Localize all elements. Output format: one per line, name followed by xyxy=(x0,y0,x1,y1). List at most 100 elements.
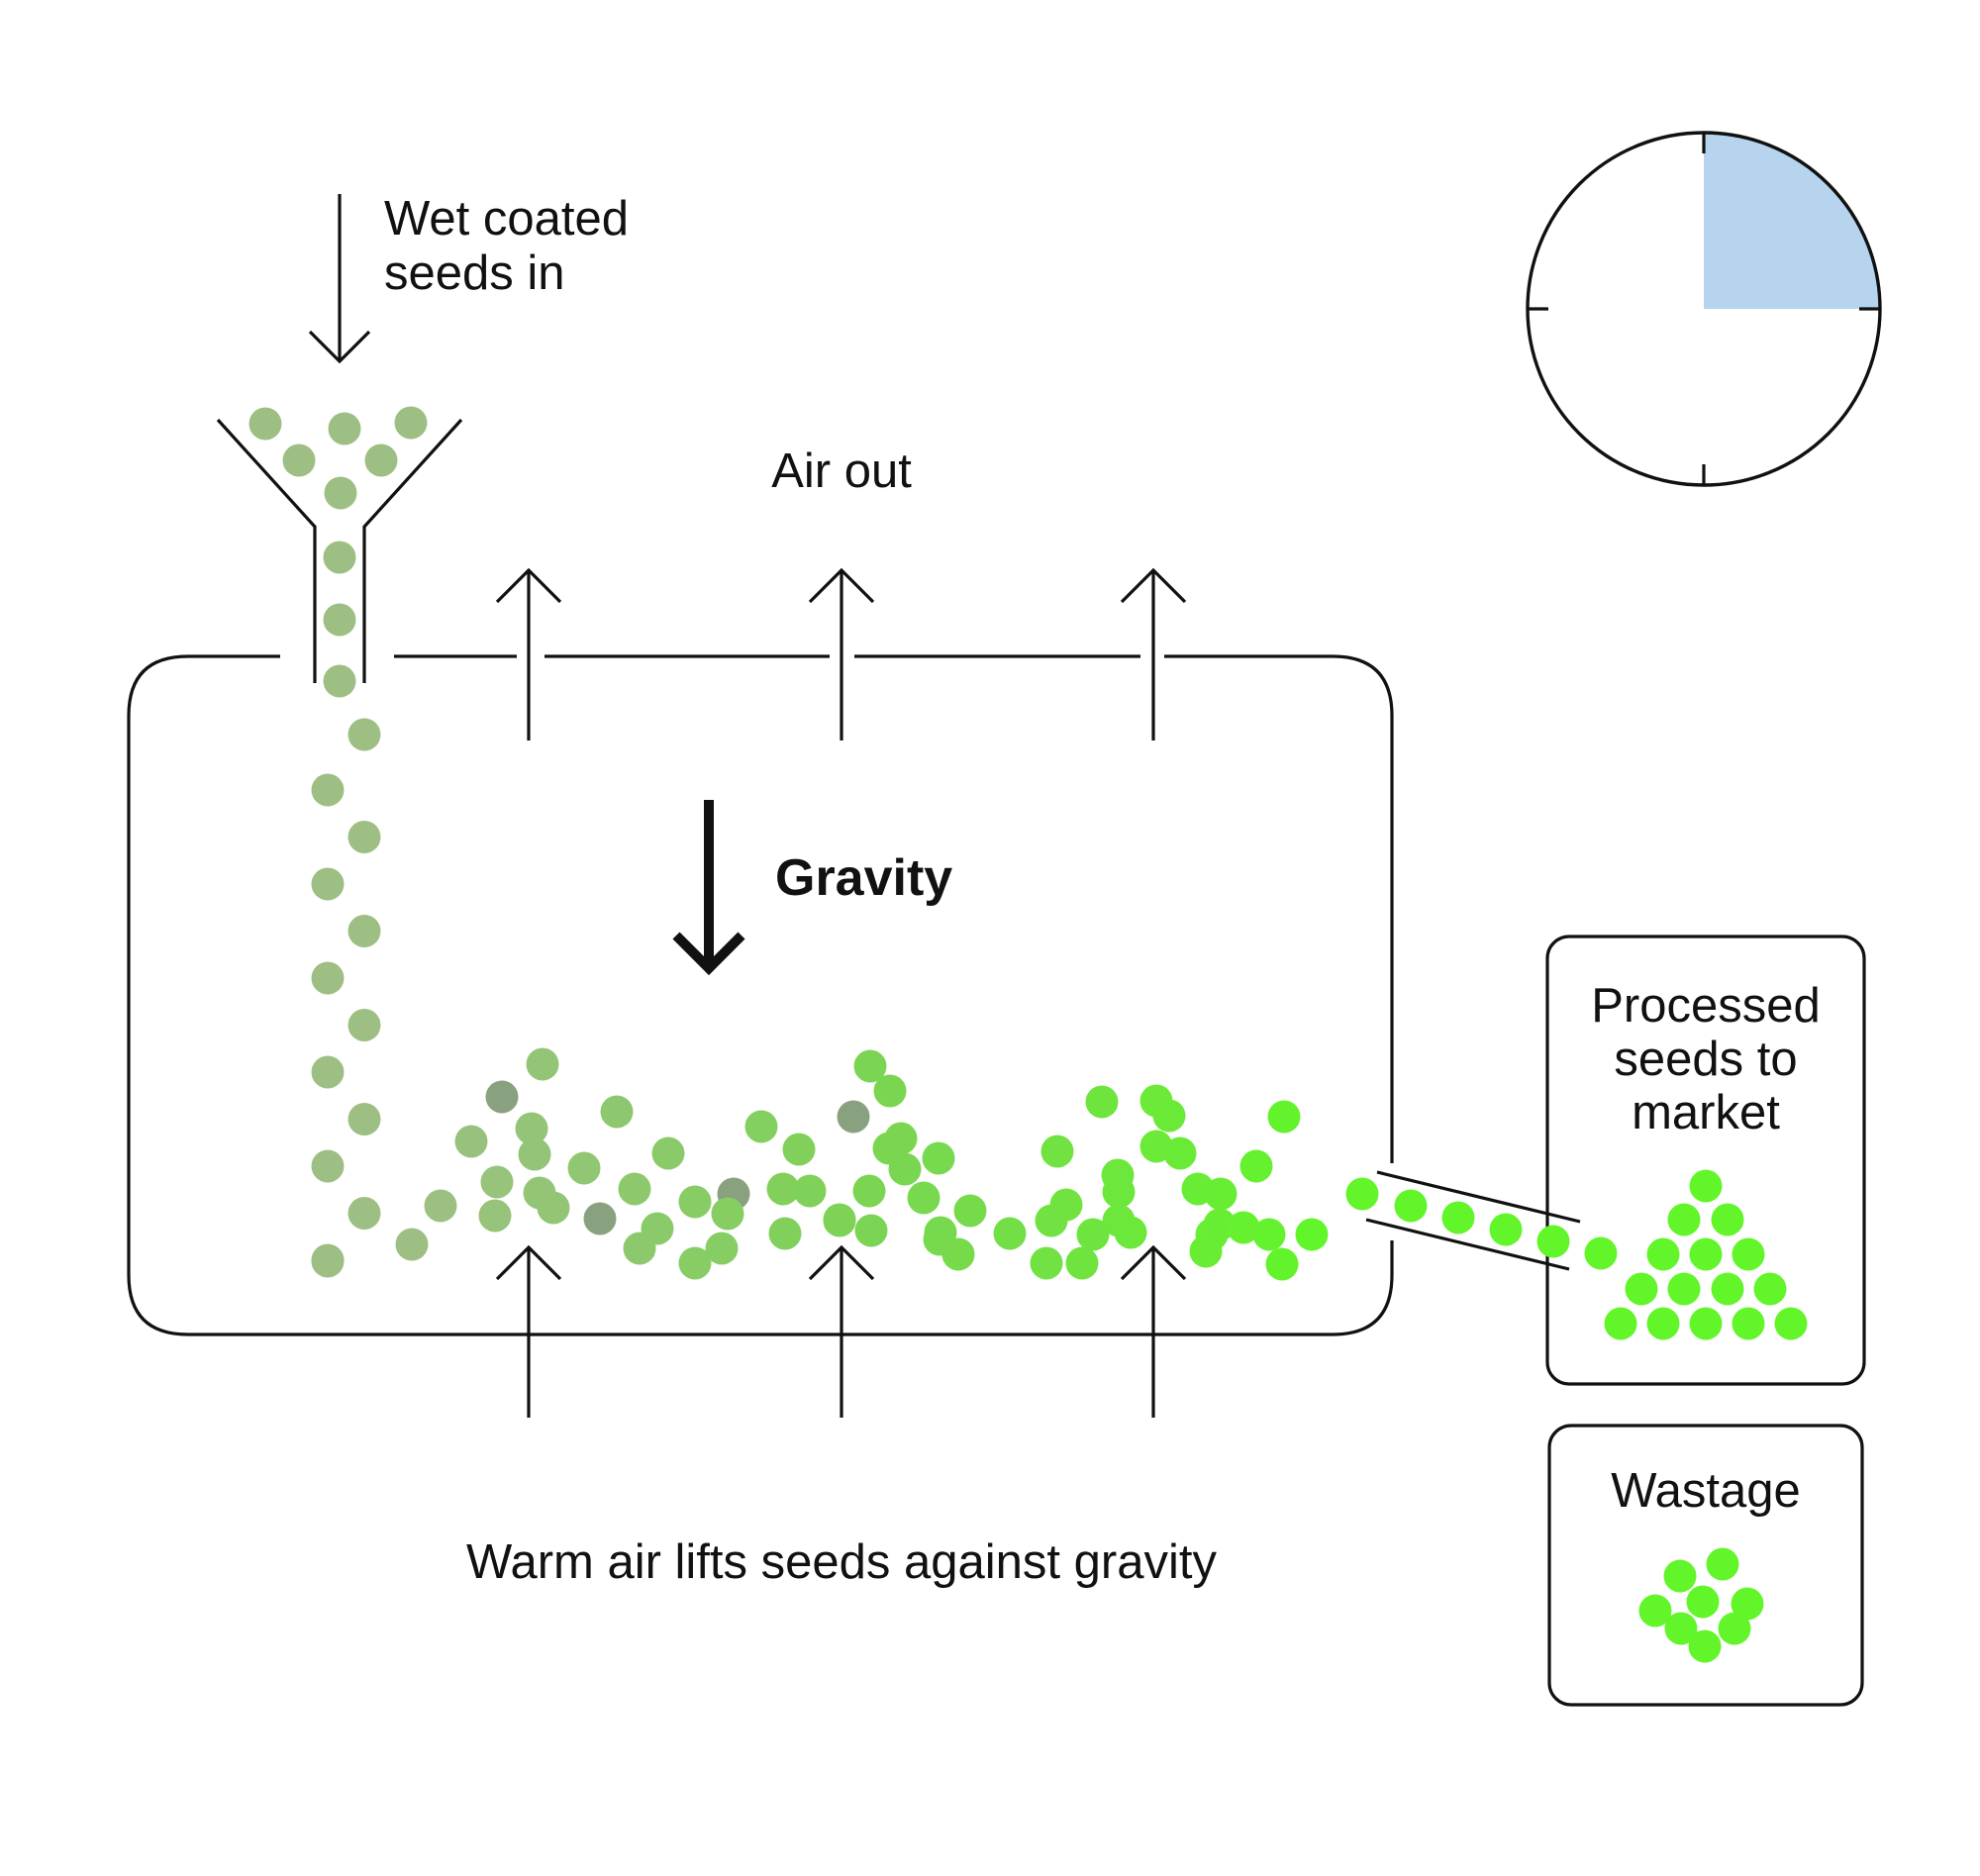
wastage-box xyxy=(1547,1424,1864,1707)
funnel xyxy=(216,418,463,683)
seed xyxy=(651,1136,685,1170)
seed xyxy=(537,1191,570,1225)
seed xyxy=(1076,1218,1110,1251)
seed xyxy=(837,1100,870,1134)
seed xyxy=(782,1133,816,1166)
seed xyxy=(766,1172,800,1206)
seed xyxy=(1667,1272,1701,1306)
seed xyxy=(311,773,345,807)
seed xyxy=(515,1112,548,1145)
input-arrow xyxy=(308,194,371,364)
seed xyxy=(1646,1237,1680,1271)
seed xyxy=(1731,1587,1764,1621)
seed xyxy=(1441,1201,1475,1234)
seed xyxy=(853,1049,887,1083)
seed xyxy=(641,1212,674,1245)
seed xyxy=(1203,1208,1237,1241)
seed xyxy=(1239,1149,1273,1183)
seed xyxy=(1686,1585,1720,1619)
seed xyxy=(347,1103,381,1135)
seed xyxy=(888,1152,922,1186)
seed xyxy=(1711,1272,1744,1306)
seed xyxy=(1718,1612,1751,1645)
wastage-seeds xyxy=(1638,1547,1764,1663)
seed xyxy=(1040,1135,1074,1168)
seed xyxy=(993,1217,1027,1250)
processed-seeds-pile xyxy=(1604,1169,1808,1340)
seed xyxy=(1252,1218,1286,1251)
seed xyxy=(248,407,282,441)
seed xyxy=(324,476,357,510)
seed xyxy=(1753,1272,1787,1306)
seed xyxy=(1163,1136,1197,1170)
air-out-arrows xyxy=(495,567,1187,741)
processed-label-line3: market xyxy=(1632,1086,1780,1139)
seed xyxy=(395,1228,429,1261)
seed xyxy=(1774,1307,1808,1340)
seed xyxy=(567,1151,601,1185)
seed xyxy=(1085,1085,1119,1119)
warm-air-arrow xyxy=(808,1244,875,1418)
seed xyxy=(328,412,361,445)
seed xyxy=(364,444,398,477)
seed xyxy=(854,1214,888,1247)
seed xyxy=(454,1125,488,1158)
seed xyxy=(1394,1189,1428,1223)
seed xyxy=(1584,1236,1618,1270)
seed xyxy=(953,1194,987,1228)
seed xyxy=(678,1246,712,1280)
seed xyxy=(618,1172,651,1206)
seed xyxy=(1049,1188,1083,1222)
gravity-arrow xyxy=(672,800,745,976)
seed xyxy=(1689,1237,1723,1271)
wet-seeds-in-label-line1: Wet coated xyxy=(384,192,629,246)
seed xyxy=(678,1185,712,1219)
seed xyxy=(1706,1547,1739,1581)
seed xyxy=(1732,1237,1765,1271)
seed xyxy=(323,664,356,698)
seed xyxy=(907,1181,940,1215)
seed xyxy=(1065,1246,1099,1280)
timer-elapsed-sector xyxy=(1704,133,1880,309)
seed xyxy=(923,1223,956,1256)
seed xyxy=(744,1110,778,1143)
seed xyxy=(1345,1177,1379,1211)
seed xyxy=(478,1199,512,1233)
seeds-falling-column xyxy=(311,541,381,1278)
seed xyxy=(311,1149,345,1183)
seed xyxy=(1536,1225,1570,1258)
seed xyxy=(1689,1307,1723,1340)
seed xyxy=(705,1232,739,1265)
seed xyxy=(922,1141,955,1175)
seeds-in-funnel xyxy=(248,406,428,510)
seed xyxy=(347,821,381,853)
seed xyxy=(424,1189,457,1223)
seed xyxy=(347,1197,381,1230)
seed xyxy=(1030,1246,1063,1280)
seed xyxy=(1604,1307,1637,1340)
seed xyxy=(1489,1213,1523,1246)
seed xyxy=(485,1080,519,1114)
air-out-arrow xyxy=(808,567,875,741)
processed-seeds-box xyxy=(1545,935,1866,1386)
seed xyxy=(282,444,316,477)
seed xyxy=(873,1074,907,1108)
seed xyxy=(1638,1594,1672,1628)
seed xyxy=(1663,1559,1697,1593)
seed xyxy=(323,603,356,637)
seed xyxy=(518,1137,551,1171)
seed xyxy=(768,1217,802,1250)
warm-air-arrow xyxy=(495,1244,562,1418)
seeds-drying-bed xyxy=(395,1047,1329,1281)
seed xyxy=(323,541,356,574)
seed xyxy=(1152,1099,1186,1133)
seed xyxy=(311,1244,345,1278)
seed xyxy=(311,1055,345,1089)
seed xyxy=(1732,1307,1765,1340)
seed xyxy=(347,1009,381,1041)
gravity-label: Gravity xyxy=(775,849,952,907)
drying-chamber xyxy=(127,654,1394,1336)
seed xyxy=(1102,1175,1136,1209)
seed xyxy=(1667,1203,1701,1236)
